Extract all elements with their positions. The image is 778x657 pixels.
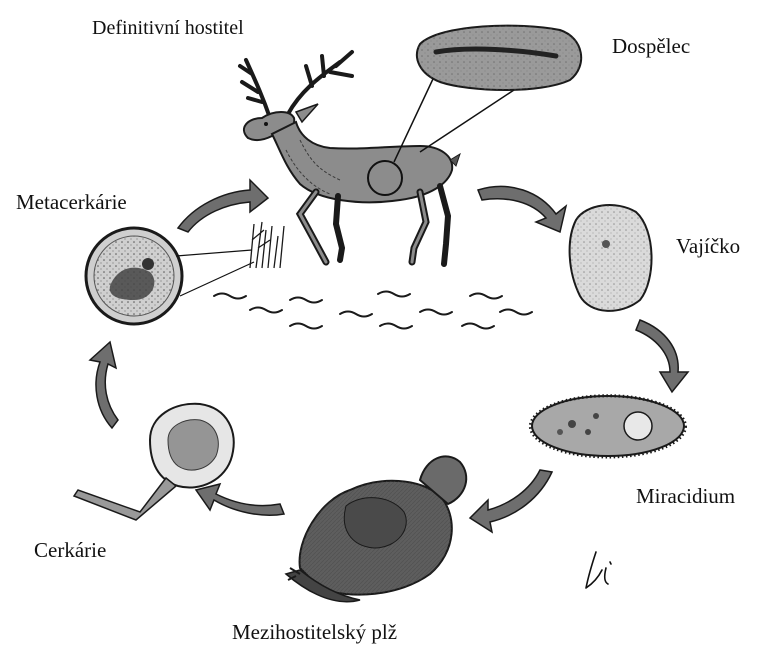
label-definitive-host: Definitivní hostitel [92,18,244,38]
fluke-adult-icon [417,26,581,90]
label-adult: Dospělec [612,36,690,57]
arrow-snail-to-cercaria [196,484,284,515]
egg-icon [570,205,652,311]
label-miracidium: Miracidium [636,486,735,507]
signature-mark [582,548,632,592]
label-metacercaria: Metacerkárie [16,192,127,213]
deer-icon [240,52,460,264]
miracidium-icon [530,396,685,457]
label-cercaria: Cerkárie [34,540,106,561]
arrow-host-to-egg [478,186,566,232]
water-waves-icon [214,292,532,329]
arrow-egg-to-miracidium [636,320,688,392]
grass-icon [250,222,284,268]
metacercaria-cyst-icon [86,228,182,324]
arrow-cercaria-to-metacercaria [90,342,118,428]
label-snail: Mezihostitelský plž [232,622,397,643]
arrow-miracidium-to-snail [470,470,552,532]
label-egg: Vajíčko [676,236,740,257]
snail-icon [286,456,466,601]
